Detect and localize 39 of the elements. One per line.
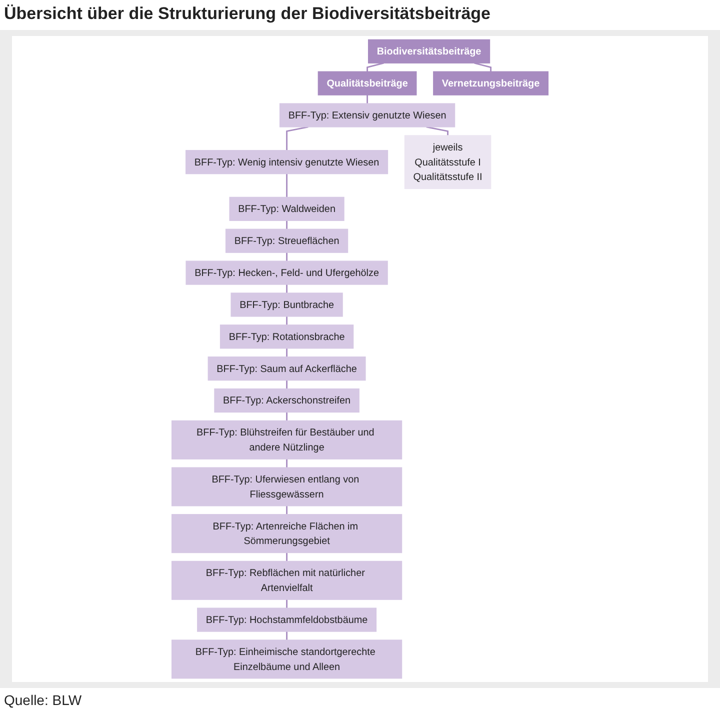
node-box [230,292,343,317]
node-box [186,260,388,285]
connector [286,348,288,357]
connector [366,62,384,72]
connector [286,412,288,421]
node-box [318,71,417,96]
source-caption: Quelle: BLW [4,692,82,708]
connector [286,632,288,640]
connector [286,506,288,514]
node-box [225,228,348,253]
connector [286,174,288,198]
connector [286,252,288,262]
node-box [171,560,402,600]
node-box [220,324,354,349]
node-box [171,514,402,554]
node-box [214,388,360,413]
connector [286,552,288,562]
panel-background: Biodiversitätsbeiträge Qualitätsbeiträge Vernetzungsbeiträge BFF-Typ: Extensiv genutzte Wiesen BFF-Typ: Wenig intensiv genutzte Wiesen jeweils Qualitätsstufe I Qualitätsstufe II BFF-Typ: Waldweiden BFF-Typ: Streueflächen BFF-Typ: Hecken-, Feld- und Ufergehölze BFF-Typ: Buntbrache BFF-Typ: Rotationsbrache BFF-Typ: Saum auf Ackerfläche BFF-Typ: Ackerschonstreifen BFF-Typ: Blühstreifen für Bestäuber und andere Nützlinge BFF-Typ: Uferwiesen entlang von Fliessgewässern BFF-Typ: Artenreiche Flächen im Sömmerungsgebiet BFF-Typ: Rebflächen mit natürlicher Artenvielfalt BFF-Typ: Hochstammfeldobstbäume BFF-Typ: Einheimische standortgerechte Einzelbäume und Alleen [0,30,720,688]
connector [474,62,492,72]
connector [286,316,288,325]
node-box [279,103,456,128]
node-box [171,467,402,506]
connector [286,600,288,608]
connector [286,459,288,468]
diagram-title: Übersicht über die Strukturierung der Biodiversitätsbeiträge [4,4,491,24]
node-box [197,608,377,632]
node-box [171,420,402,460]
connector [286,220,288,230]
node-box [433,71,549,96]
node-box [186,150,388,174]
connector [286,380,288,389]
connector [426,126,448,136]
node-box [208,356,366,381]
connector [366,95,368,104]
connector [286,284,288,293]
node-box [229,196,344,221]
node-box [404,135,492,190]
node-box [368,39,490,64]
node-box [171,640,402,679]
